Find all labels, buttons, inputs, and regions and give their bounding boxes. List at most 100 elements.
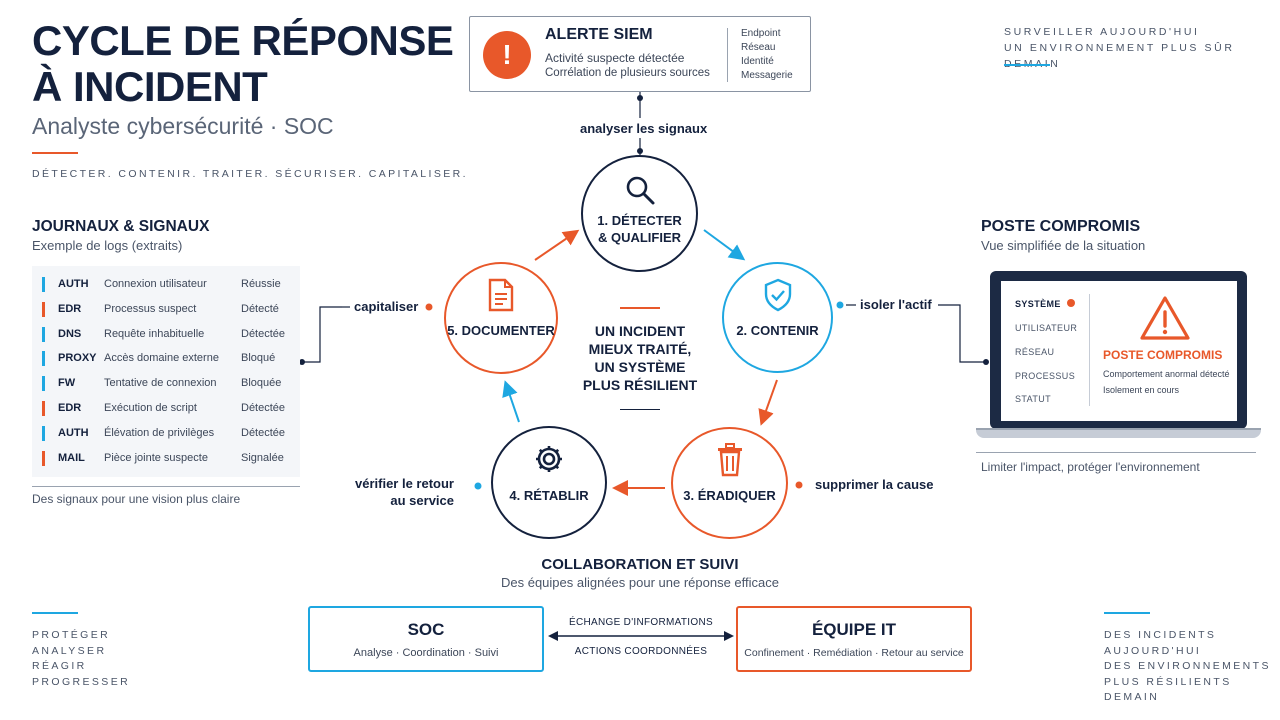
log-source: PROXY	[58, 352, 97, 365]
log-status: Détecté	[241, 302, 279, 315]
page-title: CYCLE DE RÉPONSE À INCIDENT	[32, 17, 454, 110]
log-status: Détectée	[241, 426, 286, 439]
poste-divider	[1089, 294, 1090, 406]
gear-icon	[536, 446, 562, 472]
exchange-label-bottom: ACTIONS COORDONNÉES	[574, 646, 708, 657]
poste-subtitle: Vue simplifiée de la situation	[981, 238, 1146, 253]
top-right-line-1: SURVEILLER AUJOURD'HUI	[1004, 26, 1200, 38]
poste-menu-item: UTILISATEUR	[1015, 323, 1078, 333]
step-contain-label: 2. CONTENIR	[736, 323, 819, 338]
it-team-subtitle: Confinement · Remédiation · Retour au se…	[744, 647, 964, 659]
step-detect-label: 1. DÉTECTER & QUALIFIER	[597, 213, 682, 245]
siem-tag: Réseau	[741, 42, 776, 53]
cycle-center-message: UN INCIDENT MIEUX TRAITÉ, UN SYSTÈME PLU…	[582, 323, 698, 393]
poste-menu-item: STATUT	[1015, 394, 1052, 404]
log-source: EDR	[58, 302, 82, 315]
siem-divider	[727, 28, 728, 82]
log-source: AUTH	[58, 426, 89, 439]
log-event: Pièce jointe suspecte	[104, 451, 208, 464]
status-dot-icon	[1067, 299, 1075, 307]
log-row: AUTH Élévation de privilèges Détectée	[32, 421, 300, 445]
log-event: Processus suspect	[104, 302, 197, 315]
exchange-label-top: ÉCHANGE D'INFORMATIONS	[569, 617, 713, 628]
log-source: MAIL	[58, 451, 85, 464]
top-right-divider	[1004, 64, 1050, 66]
bottom-right-divider	[1104, 612, 1150, 614]
step-eradicate-circle	[671, 427, 788, 539]
warning-icon	[1140, 296, 1190, 340]
log-row: EDR Processus suspect Détecté	[32, 297, 300, 321]
bottom-left-motto: PROTÉGER ANALYSER RÉAGIR PROGRESSER	[32, 629, 131, 688]
log-status: Signalée	[241, 451, 284, 464]
log-severity-bar	[42, 376, 45, 392]
siem-tag: Identité	[741, 56, 774, 67]
step-document-label: 5. DOCUMENTER	[447, 323, 555, 338]
center-divider-top	[620, 307, 660, 309]
siem-source-tags: Endpoint Réseau Identité Messagerie	[741, 27, 793, 83]
log-severity-bar	[42, 351, 45, 367]
log-status: Détectée	[241, 402, 286, 414]
log-source: EDR	[58, 402, 82, 414]
link-label-analyser: analyser les signaux	[580, 121, 708, 136]
soc-card	[308, 606, 544, 672]
log-row: MAIL Pièce jointe suspecte Signalée	[32, 446, 300, 470]
log-severity-bar	[42, 401, 45, 416]
log-severity-bar	[42, 301, 45, 317]
log-event: Requête inhabituelle	[104, 327, 205, 340]
poste-alert-line-1: Comportement anormal détecté	[1103, 369, 1230, 379]
link-label-capitaliser: capitaliser	[354, 299, 419, 314]
log-event: Tentative de connexion	[104, 377, 217, 390]
link-label-verifier: vérifier le retour au service	[355, 476, 454, 508]
top-right-motto: SURVEILLER AUJOURD'HUI UN ENVIRONNEMENT …	[1004, 24, 1280, 72]
logs-footer: Des signaux pour une vision plus claire	[32, 492, 241, 506]
alert-exclamation-icon: !	[483, 31, 531, 79]
logs-title: JOURNAUX & SIGNAUX	[32, 218, 210, 235]
log-severity-bar	[42, 277, 45, 292]
log-status: Bloquée	[241, 377, 282, 390]
poste-title: POSTE COMPROMIS	[981, 218, 1141, 235]
poste-menu-item: SYSTÈME	[1015, 299, 1061, 309]
shield-check-icon	[764, 278, 792, 312]
title-divider	[32, 152, 78, 154]
center-divider-bottom	[620, 409, 660, 410]
step-restore-circle	[491, 426, 607, 539]
log-status: Détectée	[241, 327, 286, 340]
collab-title: COLLABORATION ET SUIVI	[541, 556, 739, 573]
page-subtitle: Analyste cybersécurité · SOC	[32, 113, 334, 139]
log-row: PROXY Accès domaine externe Bloqué	[32, 346, 300, 370]
top-right-line-2: UN ENVIRONNEMENT PLUS SÛR DEMAIN	[1004, 42, 1235, 70]
laptop-base	[976, 428, 1261, 438]
poste-divider-bottom	[976, 452, 1256, 453]
log-event: Accès domaine externe	[104, 352, 219, 365]
log-status: Réussie	[241, 278, 281, 290]
it-team-title: ÉQUIPE IT	[811, 620, 897, 639]
log-severity-bar	[42, 326, 45, 342]
poste-alert-title: POSTE COMPROMIS	[1103, 348, 1223, 362]
document-icon	[488, 278, 514, 312]
siem-line-2: Corrélation de plusieurs sources	[545, 67, 710, 79]
logs-divider	[32, 486, 300, 487]
it-team-card	[736, 606, 972, 672]
log-event: Élévation de privilèges	[104, 426, 215, 439]
log-severity-bar	[42, 425, 45, 441]
step-detect-circle	[581, 155, 698, 272]
tagline: DÉTECTER. CONTENIR. TRAITER. SÉCURISER. …	[32, 168, 468, 180]
logs-subtitle: Exemple de logs (extraits)	[32, 238, 183, 253]
siem-tag: Messagerie	[741, 70, 793, 81]
poste-menu-item: PROCESSUS	[1015, 371, 1076, 381]
siem-tag: Endpoint	[741, 28, 781, 39]
soc-title: SOC	[407, 620, 445, 639]
log-event: Exécution de script	[104, 402, 197, 414]
poste-footer: Limiter l'impact, protéger l'environneme…	[981, 460, 1200, 474]
poste-alert-line-2: Isolement en cours	[1103, 385, 1180, 395]
poste-menu-item: RÉSEAU	[1015, 347, 1055, 357]
log-row: EDR Exécution de script Détectée	[32, 396, 300, 420]
log-status: Bloqué	[241, 352, 276, 365]
step-restore-label: 4. RÉTABLIR	[509, 488, 589, 503]
trash-icon	[718, 443, 742, 477]
step-eradicate-label: 3. ÉRADIQUER	[683, 488, 776, 503]
